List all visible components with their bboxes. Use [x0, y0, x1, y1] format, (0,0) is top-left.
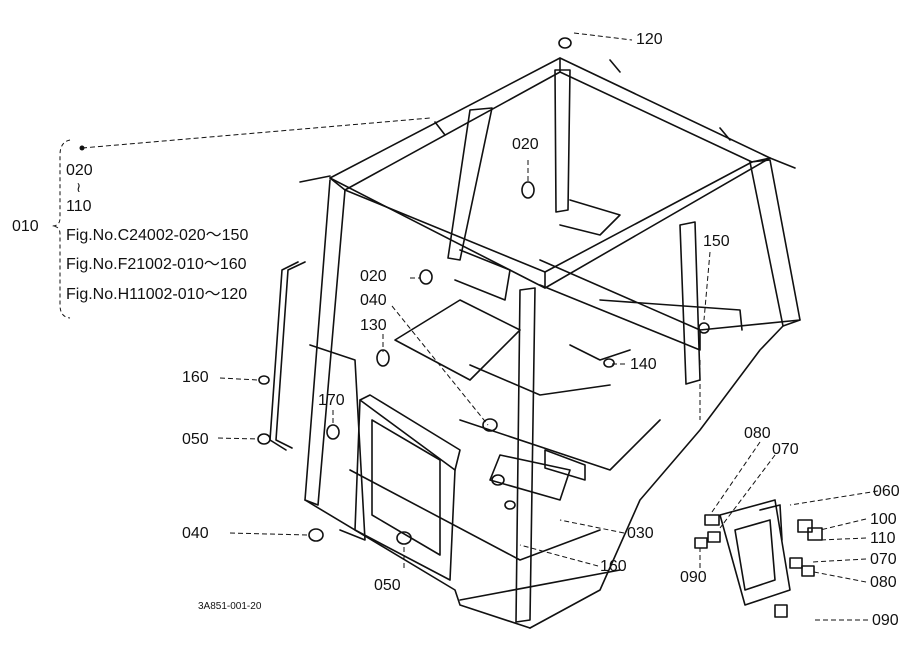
callout-090-mid: 090 [680, 569, 707, 586]
callout-060: 060 [873, 483, 900, 500]
callout-110: 110 [870, 530, 896, 547]
callout-130: 130 [360, 317, 387, 334]
callout-140: 140 [630, 356, 657, 373]
callout-080-top: 080 [744, 425, 771, 442]
leader-lines [81, 32, 879, 621]
callout-160-bottom: 160 [600, 558, 627, 575]
callout-050-bottom: 050 [374, 577, 401, 594]
callout-040-bottom: 040 [182, 525, 209, 542]
range-end-label: 110 [66, 198, 92, 215]
group-id-label: 010 [12, 218, 39, 235]
callout-020-mid: 020 [360, 268, 387, 285]
callout-020-top: 020 [512, 136, 539, 153]
rear-frame [454, 69, 801, 351]
bracket-assembly [694, 499, 823, 618]
callout-070-top: 070 [772, 441, 799, 458]
handrail [269, 261, 366, 541]
callout-090-right: 090 [872, 612, 899, 629]
callout-120: 120 [636, 31, 663, 48]
drawing-code: 3A851-001-20 [198, 601, 262, 612]
group-brace [51, 139, 71, 319]
callout-080-right: 080 [870, 574, 897, 591]
callout-150: 150 [703, 233, 730, 250]
dash-panel [354, 394, 461, 581]
callout-070-right: 070 [870, 551, 897, 568]
ref-fig-h11002: Fig.No.H11002-010～120 [66, 286, 248, 303]
callout-030: 030 [627, 525, 654, 542]
range-separator: ≀ [76, 179, 82, 195]
ref-fig-f21002: Fig.No.F21002-010～160 [66, 256, 247, 273]
range-start-label: 020 [66, 162, 93, 179]
callout-040-top: 040 [360, 292, 387, 309]
group-dot [79, 145, 85, 151]
callout-100: 100 [870, 511, 897, 528]
cab-body [304, 299, 784, 629]
callout-160-left: 160 [182, 369, 209, 386]
roof-frame [299, 57, 796, 289]
callout-170: 170 [318, 392, 345, 409]
callout-050-left: 050 [182, 431, 209, 448]
ref-fig-c24002: Fig.No.C24002-020～150 [66, 227, 249, 244]
